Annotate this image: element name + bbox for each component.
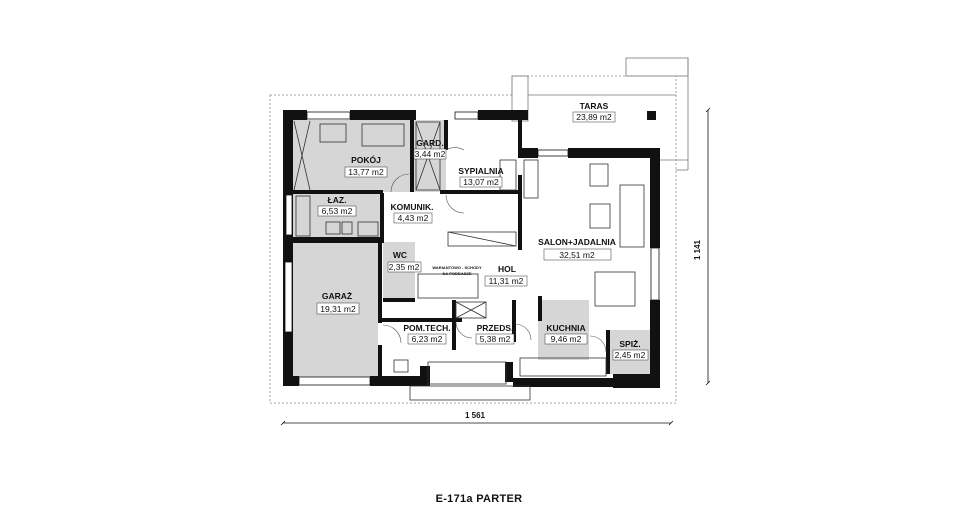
- pokoj-name: POKÓJ: [351, 154, 381, 165]
- wc-area: 2,35 m2: [389, 262, 420, 272]
- stairs-note-1: WARIANTOWO - SCHODY: [432, 265, 482, 270]
- pomtech-name: POM.TECH.: [403, 323, 450, 333]
- garaz-name: GARAŻ: [322, 291, 352, 301]
- depth-dimension: 1 141: [693, 239, 702, 260]
- width-dimension: 1 561: [465, 411, 486, 420]
- hol-name: HOL: [498, 264, 516, 274]
- pokoj-area: 13,77 m2: [348, 167, 384, 177]
- spiz-area: 2,45 m2: [615, 350, 646, 360]
- pomtech-area: 6,23 m2: [412, 334, 443, 344]
- kuchnia-name: KUCHNIA: [546, 323, 585, 333]
- taras-area: 23,89 m2: [576, 112, 612, 122]
- laz-name: ŁAZ.: [328, 195, 347, 205]
- spiz-name: SPIŻ.: [619, 339, 640, 349]
- salon-name: SALON+JADALNIA: [538, 237, 616, 247]
- sypialnia-area: 13,07 m2: [463, 177, 499, 187]
- terrace-post: [647, 111, 656, 120]
- wc-name: WC: [393, 250, 407, 260]
- laz-area: 6,53 m2: [322, 206, 353, 216]
- hol-area: 11,31 m2: [489, 276, 524, 286]
- kuchnia-area: 9,46 m2: [551, 334, 582, 344]
- walls: [283, 110, 660, 388]
- salon-area: 32,51 m2: [559, 250, 595, 260]
- przeds-area: 5,38 m2: [480, 334, 511, 344]
- komunik-area: 4,43 m2: [398, 213, 429, 223]
- przeds-name: PRZEDS.: [477, 323, 514, 333]
- windows: [284, 111, 660, 386]
- gard-name: GARD.: [416, 138, 443, 148]
- dimension-lines: [280, 107, 711, 426]
- sypialnia-name: SYPIALNIA: [458, 166, 503, 176]
- furniture: [293, 120, 645, 401]
- garaz-area: 19,31 m2: [320, 304, 356, 314]
- gard-area: 3,44 m2: [415, 149, 446, 159]
- room-labels: TARAS 23,89 m2 POKÓJ 13,77 m2 GARD. 3,44…: [316, 101, 649, 361]
- taras-name: TARAS: [580, 101, 609, 111]
- stairs-note-2: NA PODDASZE: [443, 271, 472, 276]
- door-swings: [382, 147, 607, 353]
- plan-caption: E-171a PARTER: [435, 493, 523, 505]
- komunik-name: KOMUNIK.: [391, 202, 434, 212]
